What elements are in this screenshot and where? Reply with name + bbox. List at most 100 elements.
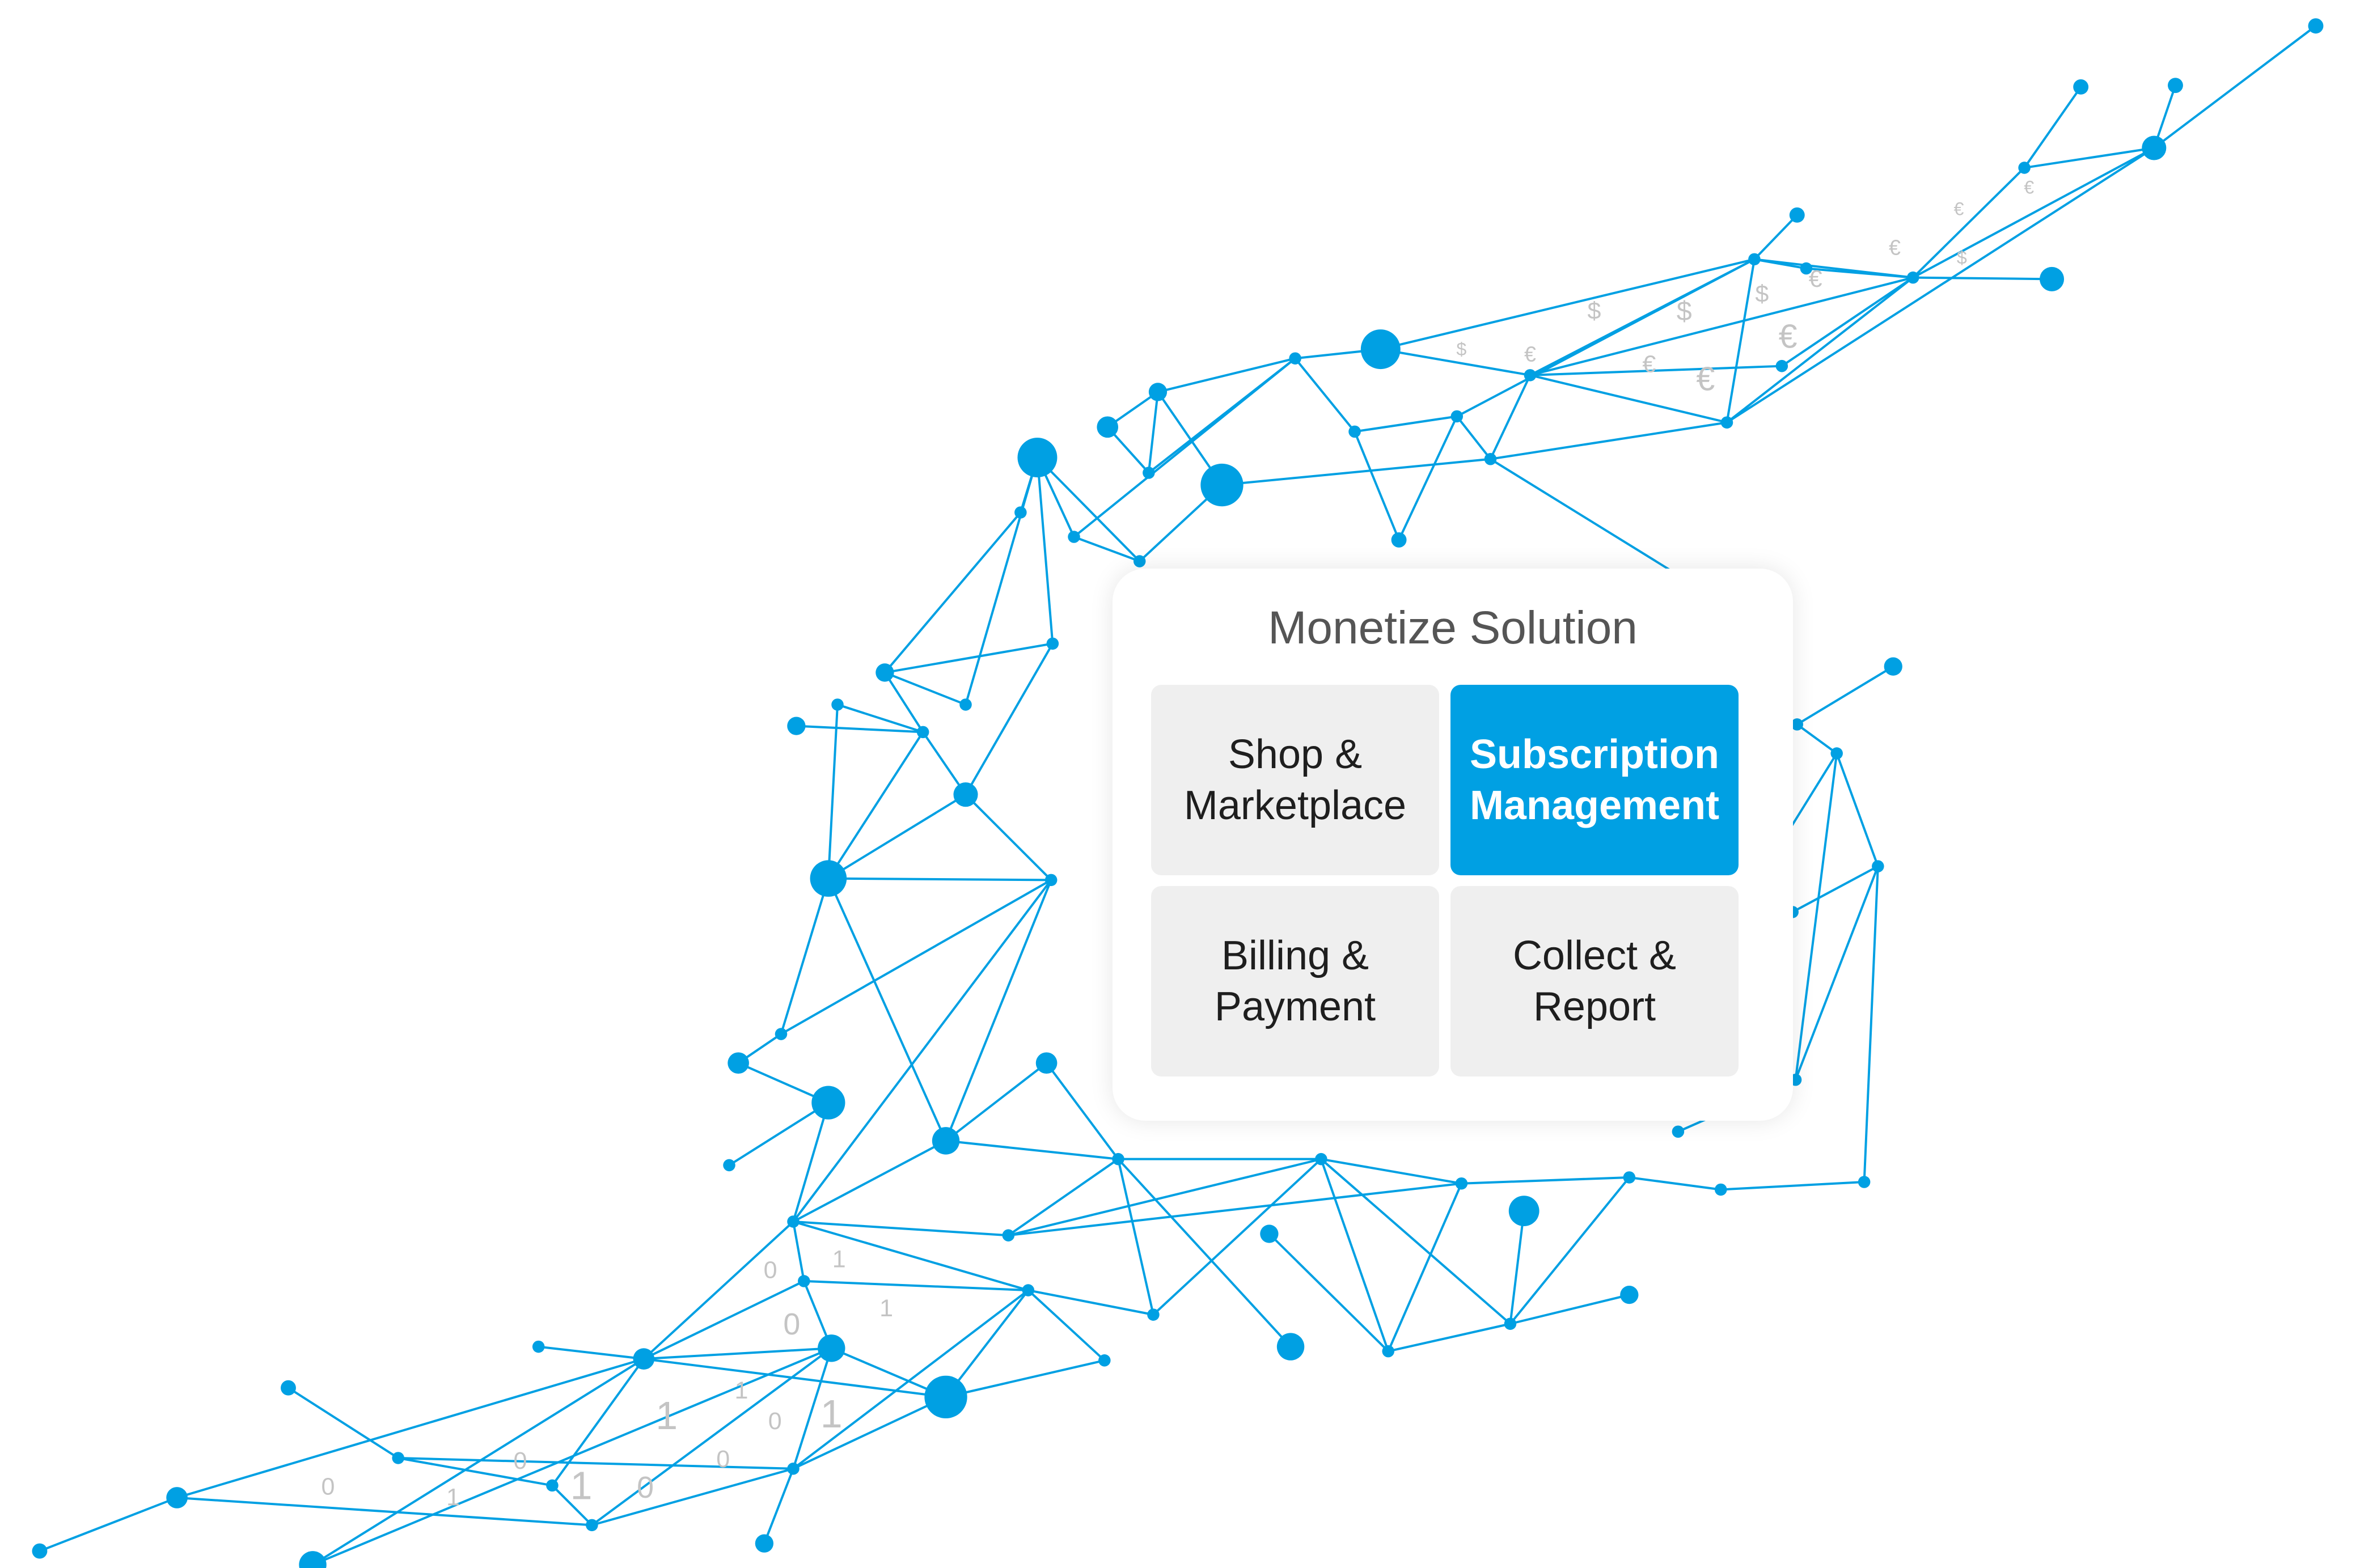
network-edge	[1027, 1289, 1106, 1362]
network-edge	[1398, 416, 1458, 541]
network-edge	[1796, 723, 1838, 755]
network-edge	[312, 1358, 645, 1566]
network-node	[818, 1334, 845, 1362]
network-node	[1524, 369, 1537, 382]
network-edge	[1027, 1289, 1154, 1316]
network-node	[755, 1534, 774, 1553]
network-edge	[1456, 416, 1492, 460]
network-node	[959, 698, 972, 711]
network-edge	[1863, 866, 1879, 1183]
network-edge	[642, 1221, 794, 1360]
network-edge	[644, 1347, 832, 1361]
network-edge	[1461, 1176, 1630, 1185]
decorative-glyph: €	[1642, 350, 1656, 378]
network-node	[924, 1375, 967, 1419]
network-edge	[1008, 1158, 1119, 1236]
network-edge	[1147, 392, 1159, 473]
decorative-glyph: 1	[655, 1393, 678, 1438]
network-node	[633, 1348, 655, 1370]
tile-collect-report[interactable]: Collect & Report	[1450, 886, 1739, 1077]
decorative-glyph: 0	[513, 1447, 527, 1474]
network-node	[1200, 463, 1244, 507]
network-node	[775, 1028, 788, 1040]
network-edge	[965, 643, 1054, 795]
monetize-solution-card: Monetize Solution Shop & Marketplace Sub…	[1113, 569, 1793, 1121]
network-edges	[39, 25, 2317, 1566]
decorative-glyph: $	[1957, 247, 1967, 268]
network-edge	[1509, 1294, 1630, 1325]
decorative-glyph: 0	[637, 1470, 654, 1505]
network-edge	[1912, 167, 2025, 279]
network-node	[1748, 253, 1761, 266]
tile-label: Shop & Marketplace	[1183, 732, 1407, 828]
tile-label: Collect & Report	[1512, 933, 1677, 1029]
network-edge	[792, 879, 1052, 1223]
network-edge	[780, 878, 830, 1035]
network-node	[1800, 262, 1813, 275]
tile-shop-marketplace[interactable]: Shop & Marketplace	[1151, 685, 1439, 875]
network-edge	[1268, 1233, 1389, 1353]
network-edge	[965, 794, 1052, 881]
network-edge	[793, 1396, 946, 1470]
tile-billing-payment[interactable]: Billing & Payment	[1151, 886, 1439, 1077]
network-edge	[1781, 276, 1914, 367]
network-edge	[1725, 259, 1756, 423]
network-node	[1068, 531, 1080, 543]
network-edge	[1794, 866, 1879, 1080]
decorative-glyph: €	[1779, 317, 1798, 355]
network-node	[166, 1487, 188, 1508]
network-edge	[945, 1062, 1047, 1142]
network-edge	[1073, 536, 1140, 562]
network-edge	[796, 724, 923, 734]
network-node	[876, 663, 894, 682]
network-edge	[827, 704, 839, 879]
network-edge	[551, 1485, 593, 1526]
network-node	[392, 1452, 404, 1464]
tile-label: Subscription Management	[1469, 732, 1720, 828]
network-node	[728, 1052, 749, 1074]
network-edge	[837, 704, 924, 734]
network-edge	[1794, 753, 1838, 1080]
network-edge	[1321, 1158, 1462, 1185]
network-edge	[2024, 146, 2155, 169]
decorative-glyph: 1	[820, 1392, 843, 1436]
network-edge	[1117, 1159, 1154, 1315]
network-edge	[538, 1345, 644, 1361]
tile-label: Billing & Payment	[1214, 933, 1376, 1029]
network-edge	[2023, 86, 2082, 169]
network-node	[299, 1551, 327, 1568]
network-edge	[2153, 25, 2317, 149]
network-node	[1858, 1176, 1871, 1188]
network-edge	[793, 1139, 946, 1223]
decorative-glyph: $	[1456, 339, 1466, 359]
decorative-glyph: 0	[764, 1257, 777, 1284]
network-edge	[1529, 276, 1914, 376]
network-node	[1830, 747, 1843, 760]
network-nodes	[32, 18, 2324, 1568]
network-node	[2018, 162, 2031, 174]
network-edge	[1354, 415, 1457, 433]
network-edge	[1037, 456, 1141, 562]
network-edge	[827, 878, 947, 1142]
network-edge	[591, 1347, 832, 1526]
network-node	[1046, 637, 1059, 650]
network-edge	[828, 877, 1051, 882]
network-edge	[793, 1221, 1029, 1291]
network-edge	[1354, 431, 1400, 541]
tile-subscription-management[interactable]: Subscription Management	[1450, 685, 1739, 875]
network-node	[1872, 860, 1884, 872]
network-edge	[287, 1387, 399, 1459]
decorative-glyph: 0	[783, 1307, 800, 1341]
network-node	[916, 726, 929, 739]
network-edge	[1152, 1158, 1322, 1316]
network-node	[2142, 135, 2167, 160]
network-edge	[176, 1358, 644, 1499]
network-edge	[1720, 1181, 1864, 1191]
network-node	[1133, 555, 1146, 567]
network-edge	[397, 1457, 553, 1487]
network-edge	[1529, 258, 1755, 376]
network-node	[1450, 410, 1464, 423]
decorative-glyph: 1	[735, 1377, 748, 1404]
network-node	[1112, 1152, 1124, 1166]
